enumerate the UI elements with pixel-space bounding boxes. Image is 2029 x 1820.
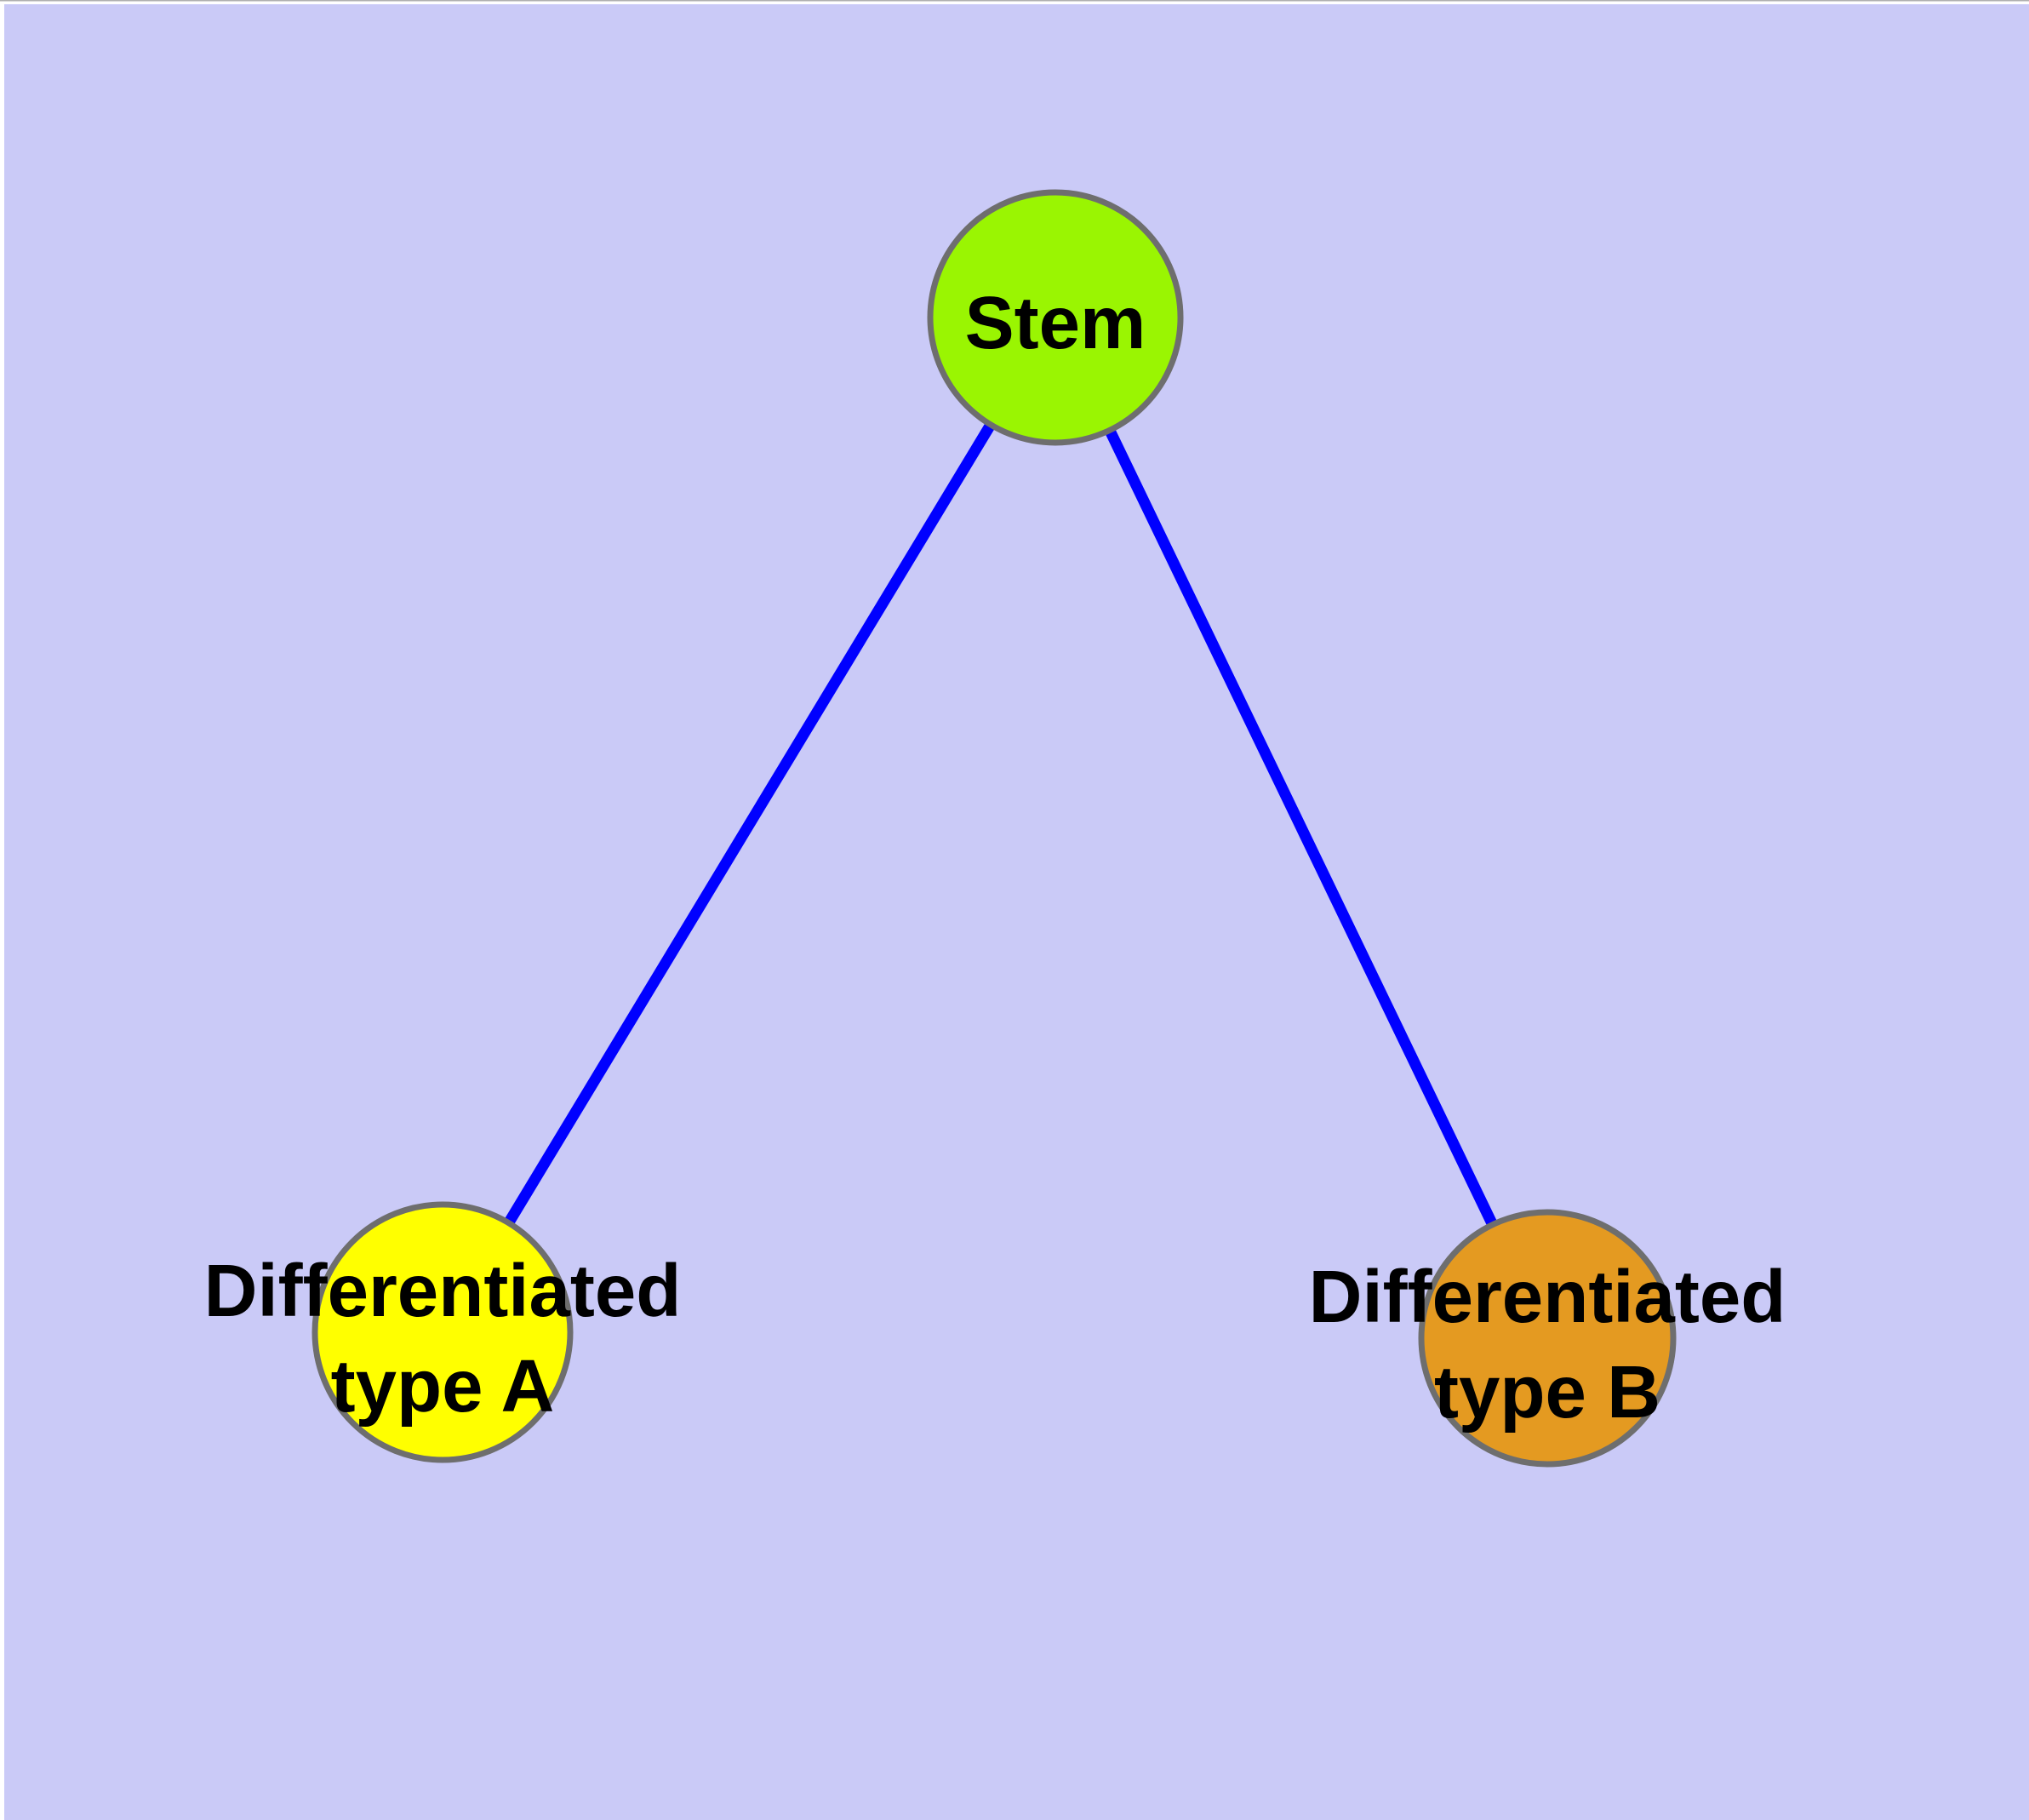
- node-stem-circle: [927, 189, 1184, 446]
- node-stem: Stem: [927, 189, 1184, 446]
- node-differentiated-type-a: Differentiated type A: [204, 1201, 682, 1463]
- node-differentiated-type-b-circle: [1418, 1209, 1677, 1468]
- node-differentiated-type-a-label-line1: Differentiated: [204, 1250, 682, 1332]
- node-differentiated-type-b-label-line2: type B: [1434, 1351, 1660, 1434]
- edge-stem-to-differentiated-type-a: [437, 314, 1060, 1336]
- edges: [437, 314, 1552, 1341]
- node-differentiated-type-b: Differentiated type B: [1309, 1209, 1786, 1468]
- node-differentiated-type-a-label-line2: type A: [331, 1345, 555, 1428]
- page-margin-left: [0, 0, 4, 1820]
- node-differentiated-type-b-label-line1: Differentiated: [1309, 1256, 1786, 1338]
- node-stem-label: Stem: [965, 282, 1146, 364]
- edge-stem-to-differentiated-type-b: [1050, 315, 1552, 1341]
- page-margin-top-line: [0, 0, 2029, 2]
- node-differentiated-type-a-circle: [311, 1201, 574, 1463]
- page-margin-top: [0, 0, 2029, 4]
